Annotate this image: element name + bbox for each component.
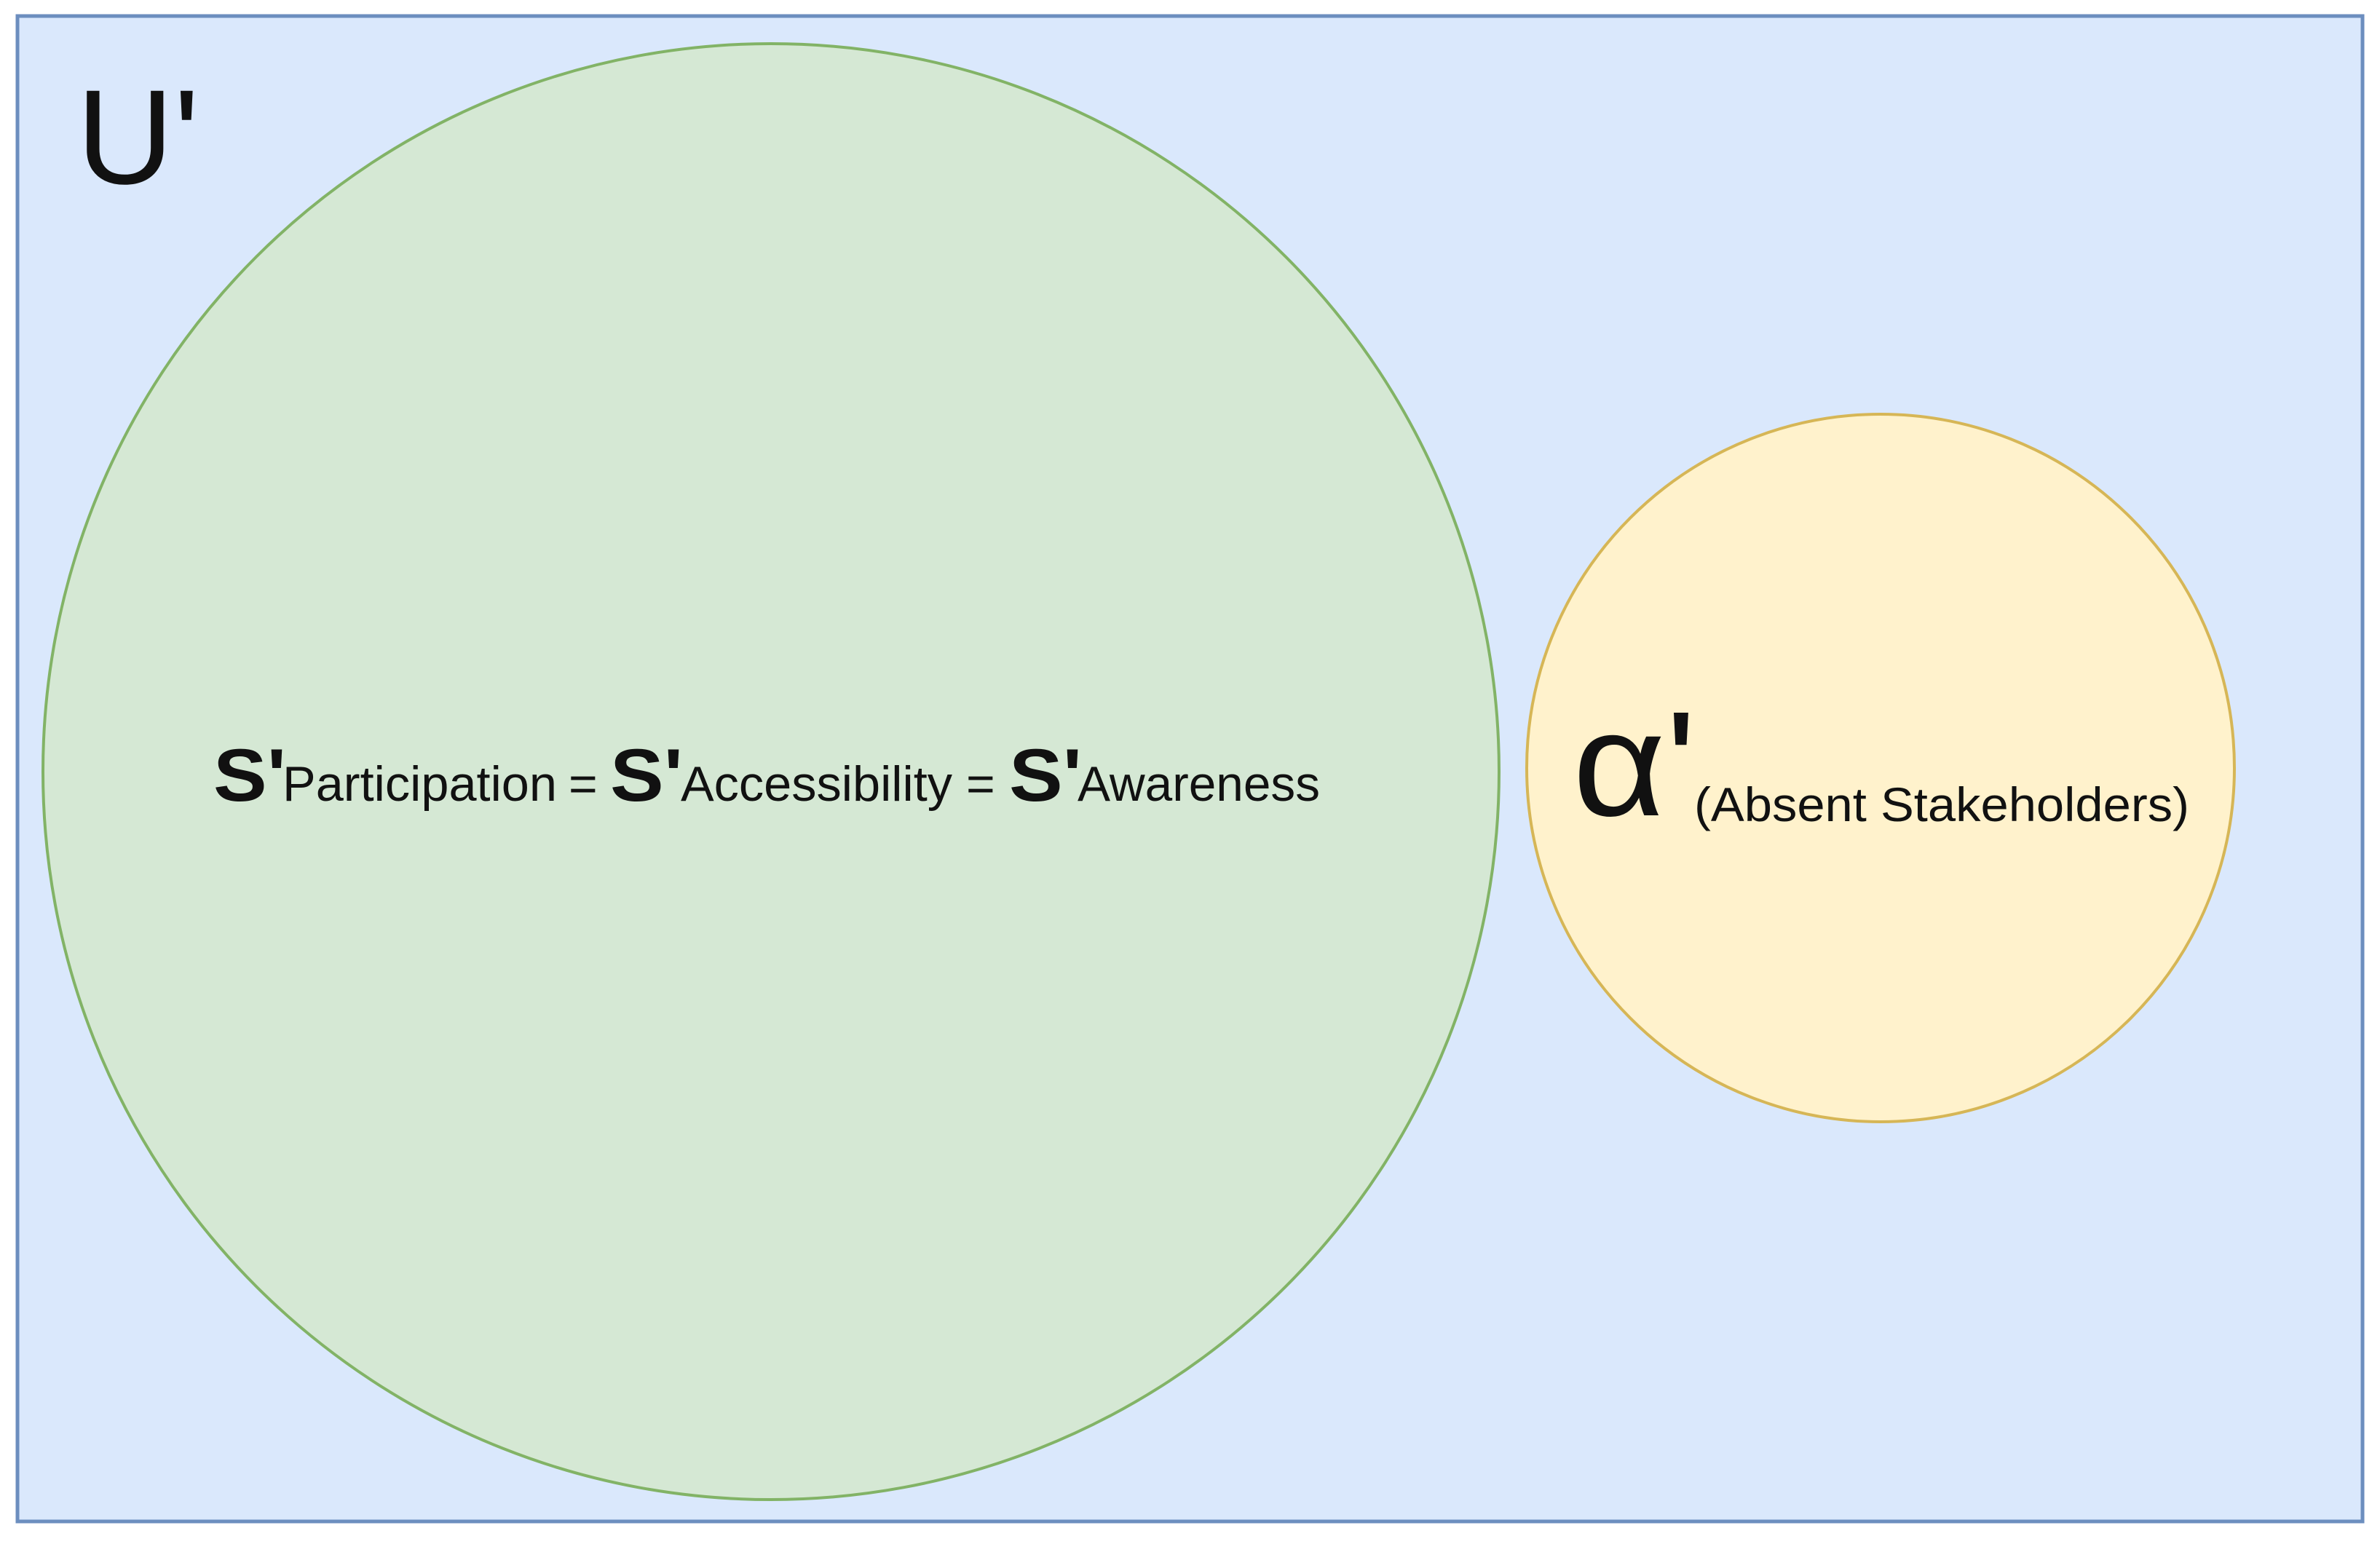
- set-alpha-symbol: α': [1573, 681, 1696, 847]
- set-s-subscript-participation: Participation: [282, 756, 557, 812]
- universe-label: U': [76, 63, 199, 213]
- set-s-subscript-accessibility: Accessibility: [681, 756, 952, 812]
- set-alpha-label: α' (Absent Stakeholders): [1573, 681, 2189, 847]
- set-s-circle: [41, 42, 1501, 1501]
- set-s-symbol-3: S': [1009, 734, 1082, 817]
- set-alpha-subscript: (Absent Stakeholders): [1694, 777, 2189, 831]
- set-alpha-circle: [1525, 413, 2236, 1123]
- set-s-subscript-awareness: Awareness: [1078, 756, 1320, 812]
- set-s-equals-2: =: [966, 756, 995, 812]
- set-s-symbol-1: S': [213, 734, 286, 817]
- set-s-label: S' Participation = S' Accessibility = S'…: [213, 734, 1320, 817]
- set-s-symbol-2: S': [610, 734, 683, 817]
- set-s-equals-1: =: [569, 756, 598, 812]
